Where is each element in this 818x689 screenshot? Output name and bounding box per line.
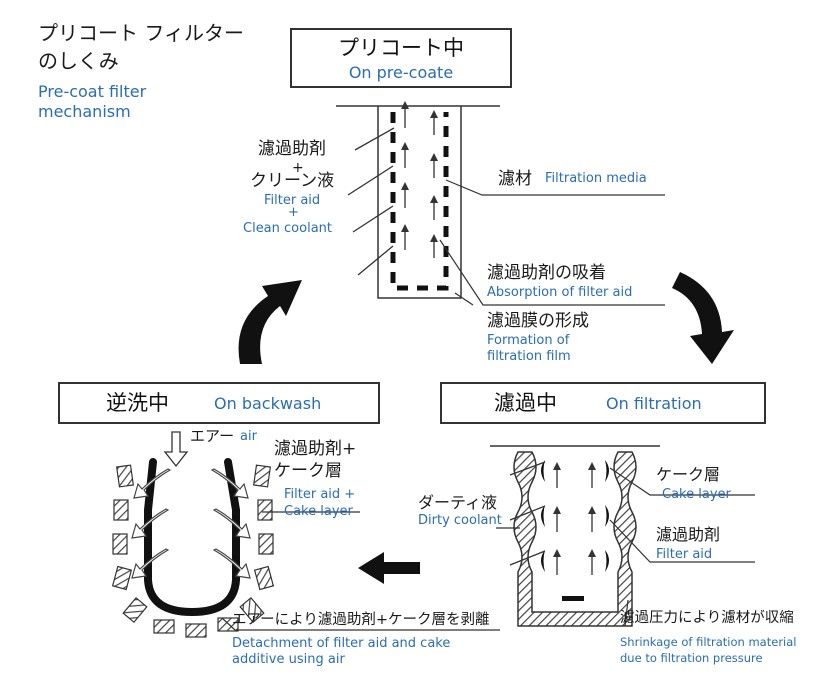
filtration-box-en: On filtration bbox=[606, 394, 702, 413]
backwash-aidcake-en2: Cake layer bbox=[284, 504, 353, 519]
precoat-box-en: On pre-coate bbox=[348, 63, 454, 82]
filtration-cake-en: Cake layer bbox=[662, 487, 731, 502]
precoat-leader-lines bbox=[439, 179, 665, 306]
filtration-flow-arrows bbox=[509, 461, 596, 575]
filtration-box-jp: 濾過中 bbox=[494, 391, 557, 415]
backwash-cake-u bbox=[144, 458, 240, 617]
precoat-media-en: Filtration media bbox=[545, 171, 647, 186]
backwash-air-jp: エアー bbox=[190, 427, 235, 445]
precoat-absorb-en: Absorption of filter aid bbox=[487, 285, 633, 300]
precoat-film-jp: 濾過膜の形成 bbox=[487, 311, 589, 331]
precoat-filter-element bbox=[336, 101, 665, 306]
precoat-coolant-en: Clean coolant bbox=[243, 221, 332, 236]
backwash-box-en: On backwash bbox=[214, 394, 322, 413]
filtration-cake-jp: ケーク層 bbox=[656, 465, 721, 484]
precoat-media-jp: 濾材 bbox=[498, 169, 532, 189]
filtration-filter-element bbox=[490, 445, 755, 627]
filtration-aid-jp: 濾過助剤 bbox=[656, 525, 721, 544]
backwash-aidcake-en1: Filter aid + bbox=[284, 487, 356, 502]
backwash-aidcake-jp1: 濾過助剤+ bbox=[274, 439, 357, 459]
title-en-line1: Pre-coat filter bbox=[38, 82, 147, 101]
backwash-box-jp: 逆洗中 bbox=[106, 391, 169, 415]
title-jp-line1: プリコート フィルター bbox=[38, 21, 244, 45]
precoat-stage-box: プリコート中 On pre-coate bbox=[290, 28, 512, 88]
cycle-arrows bbox=[238, 272, 734, 584]
precoat-aid-dashes bbox=[390, 112, 449, 291]
precoat-plus-2: + bbox=[288, 205, 299, 220]
backwash-air-en: air bbox=[240, 429, 257, 444]
backwash-curved-arrows bbox=[131, 468, 251, 579]
backwash-detach-en1: Detachment of filter aid and cake bbox=[232, 636, 451, 651]
title-jp-line2: のしくみ bbox=[38, 49, 119, 73]
filtration-shrink-jp: 濾過圧力により濾材が収縮 bbox=[620, 610, 794, 626]
precoat-aid-en: Filter aid bbox=[264, 193, 321, 208]
filtration-leader-lines bbox=[496, 467, 755, 627]
filtration-dirty-en: Dirty coolant bbox=[418, 513, 502, 528]
precoat-film-en1: Formation of bbox=[487, 333, 570, 348]
backwash-detach-jp: エアーにより濾過助剤+ケーク層を剥離 bbox=[232, 612, 490, 628]
precoat-plus-1: + bbox=[292, 160, 304, 176]
backwash-stage-box: 逆洗中 On backwash bbox=[58, 382, 380, 424]
arrow-backwash-to-precoat bbox=[238, 280, 302, 364]
precoat-flow-arrows bbox=[347, 101, 438, 276]
precoat-aid-jp: 濾過助剤 bbox=[258, 139, 326, 159]
backwash-air-arrow bbox=[163, 431, 189, 468]
precoat-box-jp: プリコート中 bbox=[338, 36, 464, 60]
precoat-filter-outline bbox=[377, 106, 462, 299]
arrow-precoat-to-filtration bbox=[672, 272, 734, 364]
filtration-stage-box: 濾過中 On filtration bbox=[440, 382, 766, 424]
backwash-filter-element bbox=[111, 431, 500, 638]
backwash-leader-lines bbox=[221, 511, 500, 631]
backwash-outer-segments bbox=[111, 464, 275, 638]
filtration-aid-en: Filter aid bbox=[656, 547, 713, 562]
precoat-film-en2: filtration film bbox=[487, 349, 571, 364]
backwash-aidcake-jp2: ケーク層 bbox=[274, 461, 342, 481]
filtration-shrink-en2: due to filtration pressure bbox=[620, 651, 763, 665]
title-en-line2: mechanism bbox=[38, 102, 131, 121]
backwash-detach-en2: additive using air bbox=[232, 652, 345, 667]
precoat-coolant-jp: クリーン液 bbox=[250, 171, 335, 191]
filtration-dirty-jp: ダーティ液 bbox=[418, 493, 498, 512]
precoat-absorb-jp: 濾過助剤の吸着 bbox=[487, 263, 606, 283]
arrow-filtration-to-backwash bbox=[358, 552, 420, 584]
filtration-cake-marks bbox=[541, 460, 609, 601]
filtration-shrink-en1: Shrinkage of filtration material bbox=[620, 636, 797, 649]
